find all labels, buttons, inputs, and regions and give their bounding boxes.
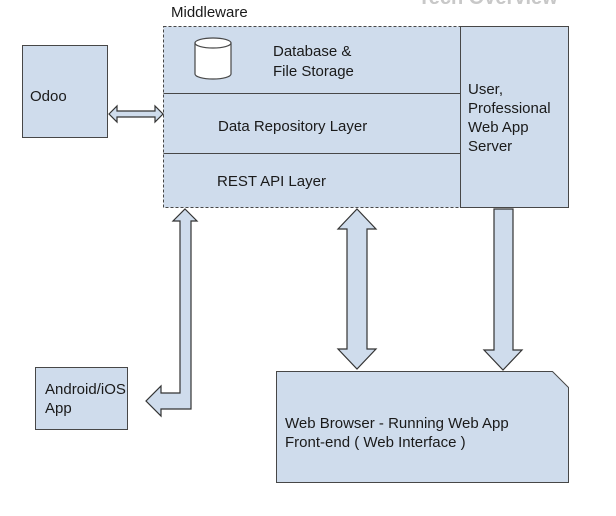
database-icon (194, 37, 232, 80)
web-browser-box (276, 371, 569, 483)
rest-api-label: REST API Layer (217, 173, 326, 190)
mobile-app-box (35, 367, 128, 430)
odoo-label: Odoo (30, 88, 67, 105)
server-browser-arrow (482, 208, 524, 371)
mobile-app-label: Android/iOS App (45, 381, 126, 417)
top-cut-title: Tech Overview (418, 0, 558, 8)
mobile-middleware-arrow (145, 208, 199, 418)
odoo-middleware-arrow (108, 104, 164, 124)
middleware-title: Middleware (171, 4, 248, 21)
middleware-browser-arrow (336, 208, 378, 370)
odoo-box (22, 45, 108, 138)
database-label-line2: File Storage (273, 63, 354, 80)
app-server-box (460, 26, 569, 208)
web-browser-label-line2: Front-end ( Web Interface ) (285, 434, 466, 451)
app-server-label: User, Professional Web App Server (468, 81, 551, 155)
database-label-line1: Database & (273, 43, 352, 60)
web-browser-label-line1: Web Browser - Running Web App (285, 415, 509, 432)
data-repository-label: Data Repository Layer (218, 118, 368, 135)
